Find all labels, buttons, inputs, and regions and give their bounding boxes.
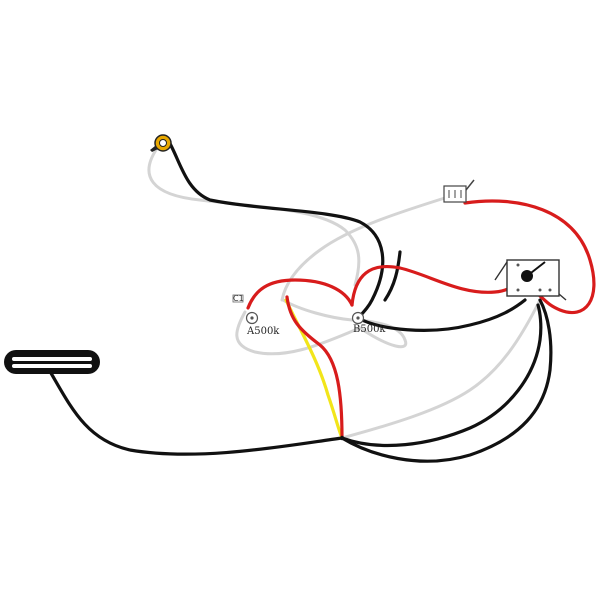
pot-a-label: A500k [246, 326, 280, 337]
black-wire-switch-long-2 [340, 303, 543, 448]
toggle-switch-icon [494, 259, 567, 301]
white-wire-switch-to-pots [280, 195, 450, 302]
mini-toggle-icon [443, 179, 475, 203]
potentiometer-b [351, 311, 365, 325]
white-wire-jack-loop [147, 148, 361, 287]
white-wire-ground-return [340, 298, 542, 440]
output-jack-icon [150, 134, 172, 152]
red-wire-kill-switch [463, 199, 596, 315]
black-wire-pot-b-to-switch [356, 298, 527, 332]
capacitor-label: C1 [233, 294, 244, 303]
capacitor [232, 294, 244, 303]
red-wire-pot-a-bridge [246, 278, 354, 310]
potentiometer-a [245, 311, 259, 325]
black-wire-pot-b-lead [383, 250, 402, 302]
red-wire-to-ground-point [285, 295, 344, 440]
black-wire-pickup-lead [46, 366, 344, 456]
single-rail-pickup-icon [4, 350, 100, 374]
black-wire-jack-to-pot-b [166, 138, 385, 320]
ground-junction [339, 435, 345, 441]
white-wire-pot-loop [235, 310, 408, 356]
black-wire-switch-long-1 [340, 298, 553, 463]
pot-b-label: B500k [353, 324, 386, 335]
